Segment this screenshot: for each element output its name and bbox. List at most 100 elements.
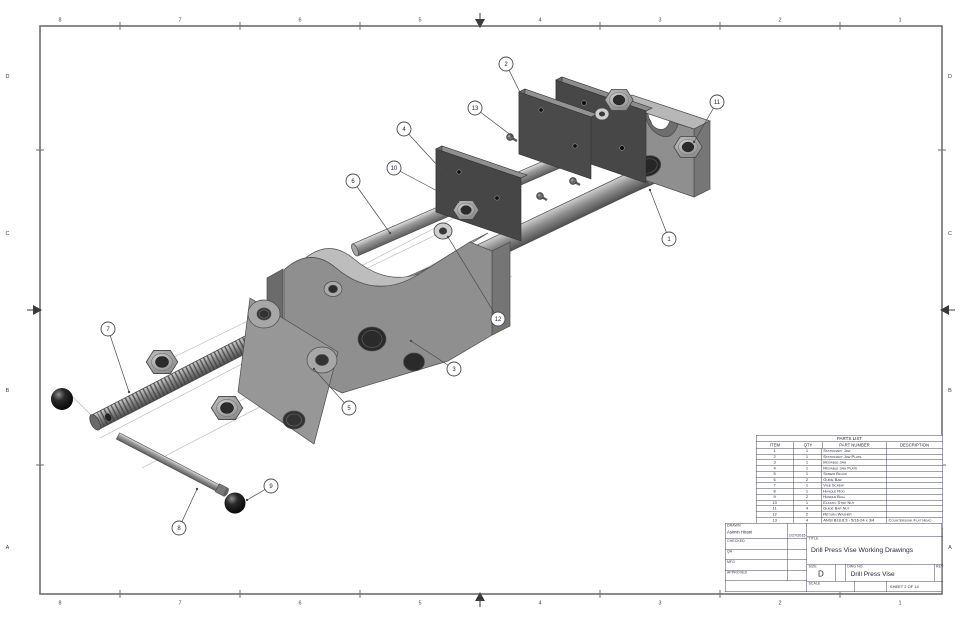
zone-label: C [948, 231, 952, 237]
svg-text:11: 11 [714, 100, 721, 106]
elastic-stop-nut [452, 200, 480, 220]
titleblock-spacer [807, 524, 943, 537]
parts-list-header: ITEM QTY PART NUMBER DESCRIPTION [756, 442, 943, 449]
size-value: D [818, 570, 824, 579]
balloon-4: 4 [396, 121, 450, 179]
balloon-6: 6 [345, 173, 392, 235]
svg-text:5: 5 [347, 406, 351, 412]
svg-text:3: 3 [452, 367, 456, 373]
balloon-9: 9 [245, 478, 279, 502]
exploded-view [51, 76, 711, 514]
balloon-12: 12 [446, 235, 506, 327]
guide-bar-nut [210, 396, 244, 420]
countersunk-screw [535, 191, 549, 202]
balloon-13: 13 [467, 100, 514, 138]
zone-label: 6 [298, 18, 301, 24]
svg-text:4: 4 [402, 127, 406, 133]
qa-cell: QA [726, 549, 788, 560]
col-item: ITEM [757, 442, 794, 448]
handle-ball [224, 492, 246, 514]
svg-text:10: 10 [391, 166, 398, 172]
drawn-date: 1/27/2015 [788, 533, 806, 538]
return-washer [594, 107, 610, 121]
col-description: DESCRIPTION [899, 442, 930, 448]
zone-label: A [948, 545, 952, 551]
center-marks [27, 13, 955, 607]
drawn-cell: DRAWN Asimin Hirani [726, 523, 788, 539]
svg-text:7: 7 [106, 327, 110, 333]
rev-cell: REV [935, 565, 943, 582]
dwg-no-label: DWG NO [847, 565, 863, 569]
countersunk-screw [568, 176, 582, 187]
svg-text:6: 6 [351, 179, 355, 185]
zone-label: 1 [898, 601, 901, 607]
countersunk-screw [505, 132, 519, 143]
balloon-5: 5 [312, 367, 357, 416]
col-qty: QTY [794, 442, 823, 448]
svg-text:13: 13 [472, 106, 479, 112]
scale-label: SCALE [808, 582, 821, 586]
drawn-name: Asimin Hirani [727, 529, 753, 535]
zone-label: 2 [778, 18, 781, 24]
balloon-2: 2 [498, 56, 555, 161]
zone-label: 7 [178, 18, 181, 24]
zone-label: D [6, 74, 10, 80]
guide-bar-nut [673, 136, 703, 158]
svg-text:1: 1 [667, 237, 671, 243]
balloon-1: 1 [648, 188, 677, 247]
col-part-number: PART NUMBER [823, 442, 887, 448]
title-label: TITLE [808, 537, 819, 541]
size-label: SIZE [808, 565, 817, 569]
approved-label: APPROVED [727, 571, 748, 575]
scale-cell: SCALE [807, 581, 856, 592]
balloon-3: 3 [409, 339, 462, 377]
zone-label: B [6, 388, 10, 394]
svg-text:2: 2 [504, 62, 508, 68]
balloon-8: 8 [171, 487, 199, 536]
svg-text:9: 9 [269, 484, 273, 490]
sheet-number: SHEET 2 OF 14 [889, 584, 919, 589]
zone-label: D [948, 74, 952, 80]
dwg-no-cell: DWG NO Drill Press Vise [846, 564, 935, 582]
zone-label: 4 [538, 601, 541, 607]
zone-label: 3 [658, 601, 661, 607]
balloon-7: 7 [100, 321, 131, 394]
mfg-cell: MFG [726, 560, 788, 570]
checked-label: CHECKED [727, 539, 745, 544]
zone-label: 8 [58, 601, 61, 607]
zone-label: C [6, 231, 10, 237]
size-cell: SIZE D [807, 564, 836, 582]
zone-label: 6 [298, 601, 301, 607]
zone-label: 7 [178, 601, 181, 607]
zone-label: 1 [898, 18, 901, 24]
zone-label: 5 [418, 18, 421, 24]
drawing-title: Drill Press Vise Working Drawings [811, 546, 914, 554]
zone-label: 8 [58, 18, 61, 24]
checked-cell: CHECKED [726, 539, 788, 549]
approved-cell: APPROVED [726, 570, 788, 581]
approval-column: DRAWN Asimin Hirani 1/27/2015 CHECKED QA… [725, 523, 807, 592]
zone-label: 4 [538, 18, 541, 24]
movable-jaw-plate [435, 145, 528, 242]
handle-rod [115, 432, 229, 497]
balloon-10: 10 [386, 160, 460, 204]
drawn-label: DRAWN [727, 524, 741, 528]
title-block: DRAWN Asimin Hirani 1/27/2015 CHECKED QA… [725, 523, 943, 592]
guide-bar-nut [145, 350, 179, 374]
guide-bar-nut [604, 89, 634, 111]
parts-list: PARTS LIST ITEM QTY PART NUMBER DESCRIPT… [756, 435, 943, 529]
svg-text:8: 8 [177, 526, 181, 532]
